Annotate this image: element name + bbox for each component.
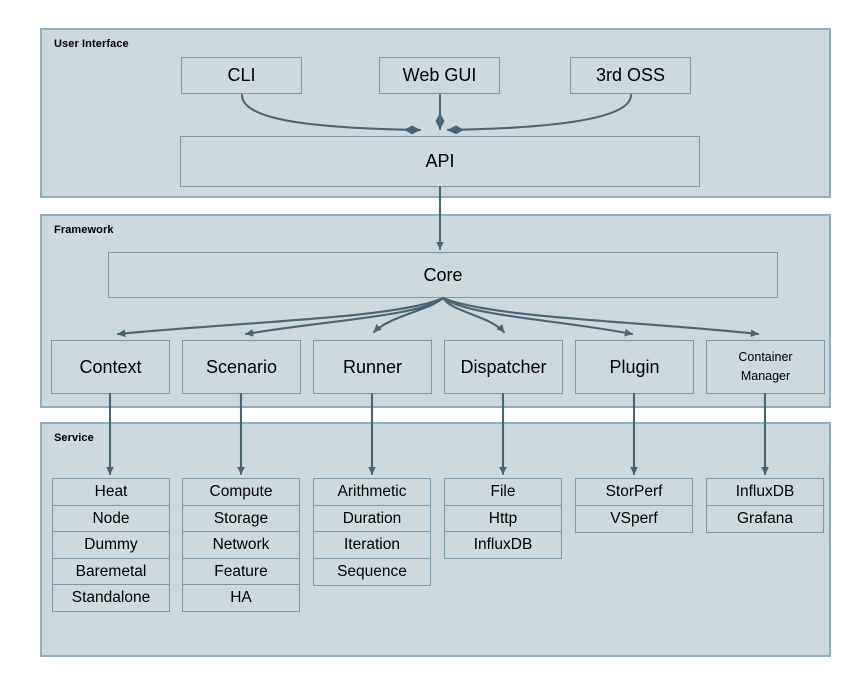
layer-title-service: Service xyxy=(54,432,94,444)
node-cli-label: CLI xyxy=(227,65,256,86)
node-context-label: Context xyxy=(79,356,142,377)
service-column-container-manager: InfluxDB Grafana xyxy=(706,478,824,533)
service-item[interactable]: Standalone xyxy=(52,584,170,612)
node-3rd-oss-label: 3rd OSS xyxy=(595,65,666,86)
node-scenario-label: Scenario xyxy=(205,356,278,377)
service-item[interactable]: Grafana xyxy=(706,504,824,533)
node-container-manager-label-line1: Container xyxy=(738,349,793,364)
service-column-runner: Arithmetic Duration Iteration Sequence xyxy=(313,478,431,586)
service-item[interactable]: Storage xyxy=(182,504,300,533)
service-item[interactable]: Feature xyxy=(182,557,300,586)
service-column-plugin: StorPerf VSperf xyxy=(575,478,693,533)
node-context[interactable]: Context xyxy=(51,340,170,394)
node-web-gui[interactable]: Web GUI xyxy=(379,57,500,94)
service-column-context: Heat Node Dummy Baremetal Standalone xyxy=(52,478,170,612)
node-core-label: Core xyxy=(423,264,463,285)
node-runner-label: Runner xyxy=(342,356,403,377)
service-column-scenario: Compute Storage Network Feature HA xyxy=(182,478,300,612)
service-item[interactable]: InfluxDB xyxy=(444,531,562,559)
layer-title-user-interface: User Interface xyxy=(54,38,129,50)
service-item[interactable]: Duration xyxy=(313,504,431,533)
node-container-manager[interactable]: Container Manager xyxy=(706,340,825,394)
service-item[interactable]: Node xyxy=(52,504,170,533)
node-cli[interactable]: CLI xyxy=(181,57,302,94)
node-api[interactable]: API xyxy=(180,136,700,187)
layer-title-framework: Framework xyxy=(54,224,114,236)
node-plugin[interactable]: Plugin xyxy=(575,340,694,394)
service-item[interactable]: Baremetal xyxy=(52,557,170,586)
service-item[interactable]: Network xyxy=(182,531,300,559)
service-item[interactable]: HA xyxy=(182,584,300,612)
service-item[interactable]: Iteration xyxy=(313,531,431,559)
node-api-label: API xyxy=(425,151,455,172)
node-runner[interactable]: Runner xyxy=(313,340,432,394)
node-web-gui-label: Web GUI xyxy=(402,65,477,86)
service-item[interactable]: Heat xyxy=(52,478,170,506)
service-item[interactable]: VSperf xyxy=(575,504,693,533)
layer-panel-service: Service xyxy=(40,422,831,657)
node-scenario[interactable]: Scenario xyxy=(182,340,301,394)
service-item[interactable]: Compute xyxy=(182,478,300,506)
node-3rd-oss[interactable]: 3rd OSS xyxy=(570,57,691,94)
service-item[interactable]: Dummy xyxy=(52,531,170,559)
node-plugin-label: Plugin xyxy=(609,356,660,377)
service-item[interactable]: Arithmetic xyxy=(313,478,431,506)
node-dispatcher-label: Dispatcher xyxy=(460,356,547,377)
node-container-manager-label-line2: Manager xyxy=(740,369,791,383)
node-dispatcher[interactable]: Dispatcher xyxy=(444,340,563,394)
service-item[interactable]: StorPerf xyxy=(575,478,693,506)
node-core[interactable]: Core xyxy=(108,252,778,298)
service-item[interactable]: Http xyxy=(444,504,562,533)
service-item[interactable]: InfluxDB xyxy=(706,478,824,506)
service-item[interactable]: File xyxy=(444,478,562,506)
service-item[interactable]: Sequence xyxy=(313,557,431,586)
service-column-dispatcher: File Http InfluxDB xyxy=(444,478,562,559)
